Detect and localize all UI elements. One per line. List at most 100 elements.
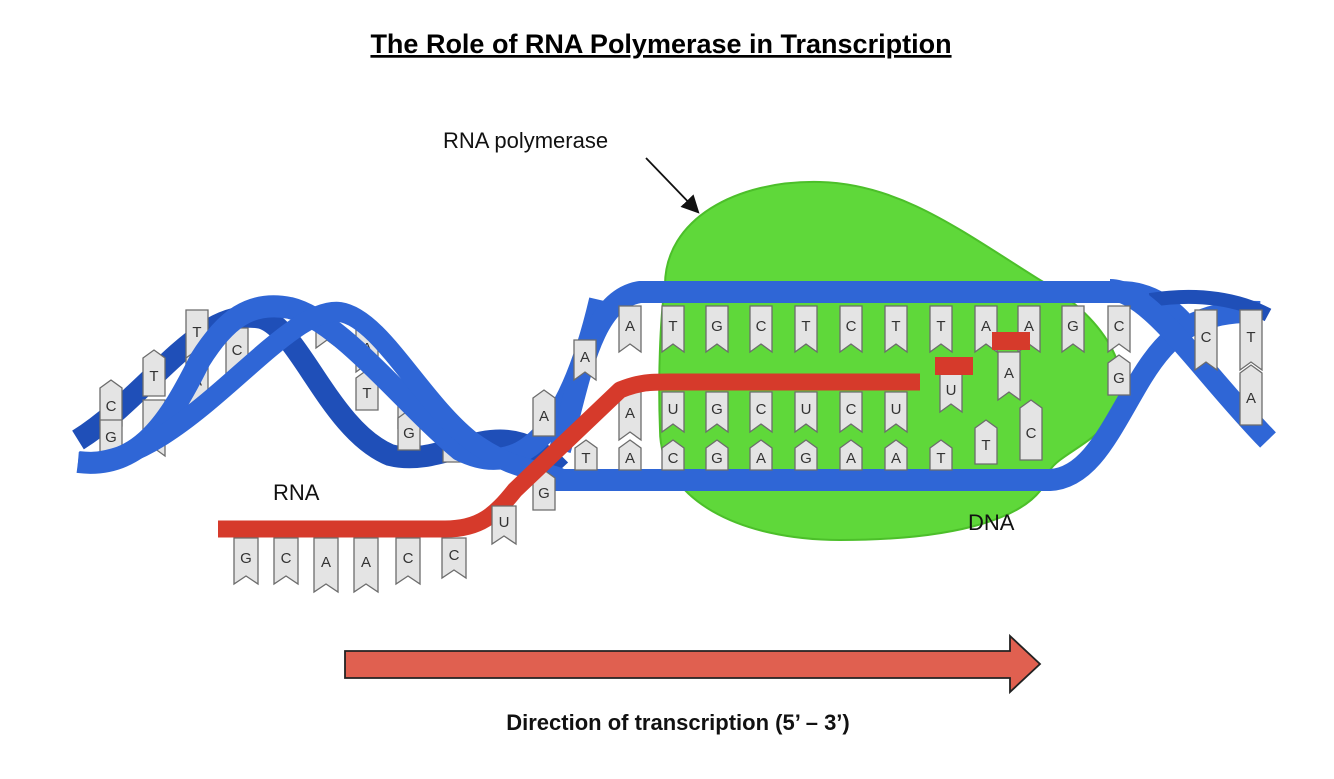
base-letter: C — [232, 342, 243, 359]
dna-base-t: T — [142, 349, 166, 397]
base-letter: G — [711, 401, 723, 418]
rna-tail-base-c: C — [273, 537, 299, 586]
base-letter: A — [625, 405, 635, 422]
rna-tail-base-u: U — [491, 505, 517, 546]
base-letter: A — [846, 450, 856, 467]
base-letter: T — [936, 450, 945, 467]
base-letter: C — [403, 550, 414, 567]
coding-strand-base-g: G — [705, 305, 729, 354]
base-letter: U — [801, 401, 812, 418]
template-strand-base-g: G — [1107, 354, 1131, 396]
rna-tail-base-a: A — [313, 537, 339, 594]
template-strand-base-a: A — [839, 439, 863, 471]
template-strand-base-g: G — [705, 439, 729, 471]
base-letter: A — [625, 318, 635, 335]
dna-backbone-front-left-lower — [77, 301, 564, 488]
rna-polymerase-label: RNA polymerase — [443, 128, 608, 153]
coding-strand-base-c: C — [1194, 309, 1218, 372]
rna-label: RNA — [273, 480, 320, 505]
coding-strand-base-a: A — [974, 305, 998, 354]
base-letter: G — [240, 550, 252, 567]
rna-tail-base-g: G — [233, 537, 259, 586]
base-letter: G — [538, 485, 550, 502]
coding-strand-base-t: T — [1239, 309, 1263, 372]
base-letter: A — [891, 450, 901, 467]
base-letter: C — [846, 401, 857, 418]
coding-strand-base-a: A — [573, 339, 597, 382]
base-letter: C — [281, 550, 292, 567]
base-letter: A — [1246, 390, 1256, 407]
base-letter: T — [981, 437, 990, 454]
base-letter: A — [625, 450, 635, 467]
base-letter: T — [936, 318, 945, 335]
base-letter: T — [891, 318, 900, 335]
base-letter: T — [801, 318, 810, 335]
base-letter: T — [1246, 329, 1255, 346]
base-letter: A — [756, 450, 766, 467]
rna-bubble-base-c: C — [839, 391, 863, 434]
rna-bubble-base-c: C — [749, 391, 773, 434]
rna-bubble-base-u: U — [661, 391, 685, 434]
base-letter: T — [192, 324, 201, 341]
dna-base-c: C — [99, 379, 123, 427]
base-letter: G — [403, 425, 415, 442]
rna-tail-base-a: A — [353, 537, 379, 594]
base-letter: T — [668, 318, 677, 335]
base-letter: G — [711, 318, 723, 335]
coding-strand-base-t: T — [794, 305, 818, 354]
coding-strand-base-g: G — [1061, 305, 1085, 354]
base-letter: A — [580, 349, 590, 366]
template-strand-base-t: T — [574, 439, 598, 471]
template-strand-base-c: C — [661, 439, 685, 471]
free-nucleotide-a-bar — [992, 332, 1030, 350]
base-letter: T — [149, 368, 158, 385]
rna-bubble-base-u: U — [884, 391, 908, 434]
base-letter: U — [499, 514, 510, 531]
template-strand-base-a: A — [618, 439, 642, 471]
base-letter: U — [946, 382, 957, 399]
page-title: The Role of RNA Polymerase in Transcript… — [370, 29, 951, 59]
base-letter: A — [321, 554, 331, 571]
direction-arrow — [344, 633, 1042, 695]
rna-bubble-base-g: G — [705, 391, 729, 434]
base-letter: T — [581, 450, 590, 467]
template-strand-base-c: C — [1019, 399, 1043, 461]
coding-strand-base-t: T — [929, 305, 953, 354]
rna-tail-bases: G C A A C C U — [233, 505, 517, 594]
coding-strand-base-c: C — [1107, 305, 1131, 354]
base-letter: A — [361, 554, 371, 571]
base-letter: A — [1024, 318, 1034, 335]
base-letter: C — [668, 450, 679, 467]
base-letter: U — [668, 401, 679, 418]
base-letter: C — [756, 318, 767, 335]
dna-label: DNA — [968, 510, 1015, 535]
base-letter: C — [106, 398, 117, 415]
template-strand-base-a: A — [1239, 364, 1263, 426]
rna-tail-base-c: C — [395, 537, 421, 586]
base-letter: G — [105, 429, 117, 446]
base-letter: C — [846, 318, 857, 335]
base-letter: G — [800, 450, 812, 467]
template-strand-base-a: A — [749, 439, 773, 471]
rna-strand — [218, 373, 920, 538]
base-letter: C — [756, 401, 767, 418]
base-letter: C — [1201, 329, 1212, 346]
coding-strand-base-c: C — [749, 305, 773, 354]
direction-caption: Direction of transcription (5’ – 3’) — [506, 710, 850, 735]
template-strand-base-t: T — [929, 439, 953, 471]
base-letter: C — [1026, 425, 1037, 442]
base-letter: G — [711, 450, 723, 467]
base-letter: A — [1004, 365, 1014, 382]
rna-polymerase-pointer-arrow — [645, 157, 700, 214]
coding-strand-base-t: T — [884, 305, 908, 354]
base-letter: U — [891, 401, 902, 418]
coding-strand-base-c: C — [839, 305, 863, 354]
rna-bubble-base-a: A — [997, 351, 1021, 402]
base-letter: C — [449, 547, 460, 564]
base-letter: A — [539, 408, 549, 425]
rna-bubble-base-u: U — [794, 391, 818, 434]
base-letter: C — [1114, 318, 1125, 335]
template-strand-base-g: G — [794, 439, 818, 471]
